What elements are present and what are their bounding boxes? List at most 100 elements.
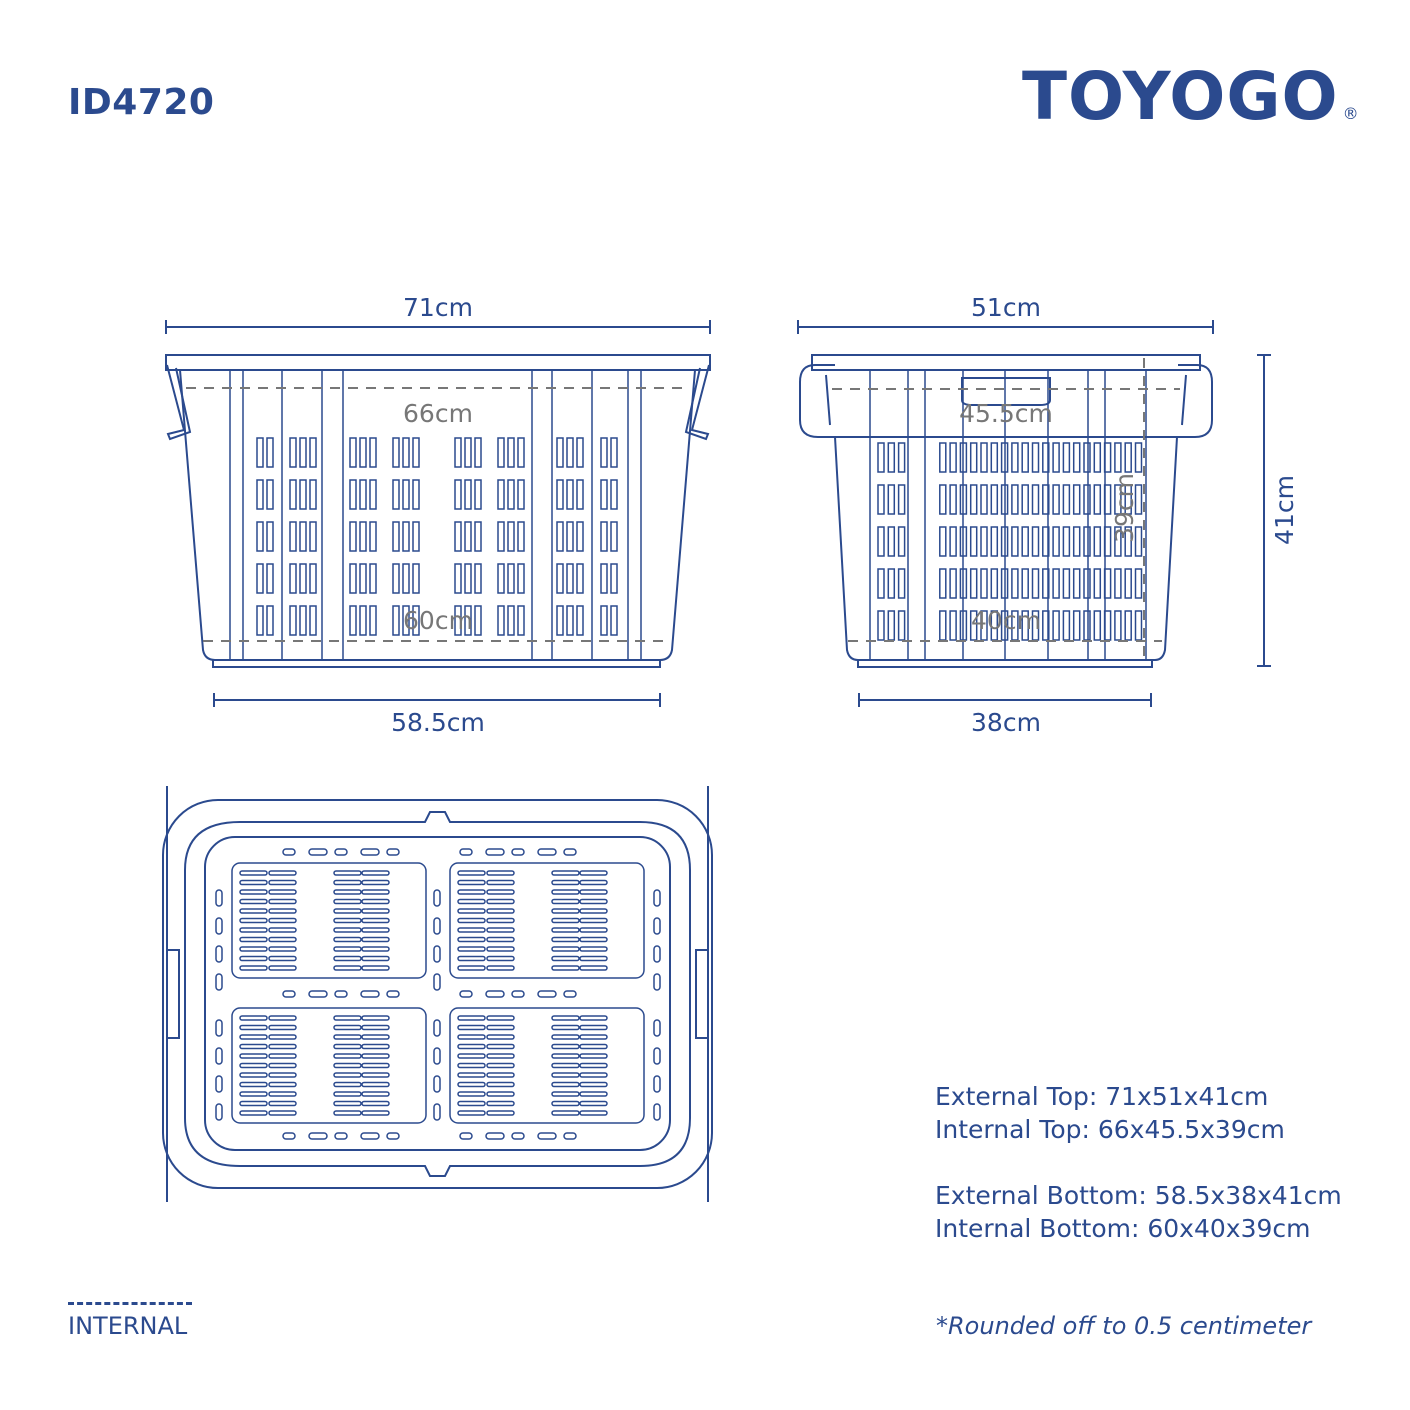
vent-slot	[1093, 568, 1102, 599]
vent-slot	[1093, 484, 1102, 515]
floor-slot	[485, 1132, 505, 1140]
vent-slot	[556, 479, 564, 510]
floor-slot	[563, 990, 577, 998]
vent-slot	[349, 479, 357, 510]
vent-slot	[1134, 442, 1143, 473]
floor-slot	[486, 1053, 515, 1059]
floor-slot	[239, 936, 268, 943]
floor-slot	[239, 889, 268, 895]
floor-slot	[268, 917, 297, 924]
vent-slot	[412, 479, 420, 510]
side-external-top-label: 51cm	[971, 293, 1041, 322]
floor-slot	[459, 848, 473, 856]
spec-external-top: External Top: 71x51x41cm	[935, 1082, 1269, 1111]
floor-slot	[268, 879, 297, 886]
vent-slot	[299, 521, 307, 552]
vent-slot	[1031, 526, 1040, 557]
floor-slot	[457, 955, 486, 962]
vent-slot	[1062, 568, 1071, 599]
vent-slot	[359, 563, 367, 594]
floor-slot	[551, 1081, 580, 1088]
top-floor	[204, 836, 671, 1151]
floor-slot	[457, 889, 486, 895]
floor-slot	[537, 848, 557, 856]
floor-slot	[551, 1015, 580, 1021]
vent-slot	[299, 563, 307, 594]
vent-slot	[309, 605, 317, 636]
vent-slot	[949, 484, 957, 515]
floor-slot	[215, 1047, 223, 1065]
floor-slot	[457, 1100, 486, 1107]
floor-slot	[215, 973, 223, 991]
vent-slot	[1031, 484, 1040, 515]
vent-slot	[369, 521, 377, 552]
front-base	[212, 660, 661, 668]
floor-slot	[486, 936, 515, 943]
floor-slot	[486, 917, 515, 924]
vent-slot	[497, 521, 505, 552]
vent-slot	[990, 526, 999, 557]
top-handle-grip-right	[695, 949, 709, 1039]
vent-slot	[949, 568, 957, 599]
vent-slot	[517, 521, 525, 552]
vent-slot	[939, 484, 947, 515]
floor-slot	[360, 990, 380, 998]
vent-slot	[877, 568, 885, 599]
floor-panel	[231, 862, 427, 979]
floor-slot	[551, 1100, 580, 1107]
vent-slot	[507, 437, 515, 468]
floor-slot	[433, 945, 441, 963]
model-id: ID4720	[68, 82, 215, 123]
vent-slot	[256, 437, 264, 468]
floor-slot	[433, 973, 441, 991]
floor-slot	[361, 936, 390, 943]
floor-slot	[486, 908, 515, 914]
floor-slot	[457, 946, 486, 952]
vent-slot	[402, 479, 410, 510]
vent-slot	[299, 437, 307, 468]
floor-slot	[361, 1024, 390, 1031]
front-handle-right	[684, 364, 710, 441]
floor-slot	[457, 870, 486, 876]
vent-slot	[1052, 568, 1060, 599]
side-handle	[799, 364, 1213, 438]
floor-slot	[333, 936, 362, 943]
vent-slot	[1052, 526, 1060, 557]
floor-slot	[579, 1043, 608, 1050]
floor-slot	[239, 1110, 268, 1116]
floor-slot	[386, 990, 400, 998]
front-internal-bottom-label: 60cm	[403, 606, 473, 635]
vent-slot	[610, 521, 618, 552]
floor-slot	[268, 1062, 297, 1069]
floor-slot	[239, 946, 268, 952]
floor-slot	[308, 990, 328, 998]
floor-slot	[333, 870, 362, 876]
floor-slot	[268, 1081, 297, 1088]
floor-slot	[551, 927, 580, 933]
vent-slot	[1021, 568, 1029, 599]
vent-slot	[517, 605, 525, 636]
vent-slot	[1042, 526, 1050, 557]
floor-slot	[268, 908, 297, 914]
floor-panel	[449, 1007, 645, 1124]
floor-slot	[486, 965, 515, 971]
vent-slot	[369, 437, 377, 468]
floor-slot	[386, 1132, 400, 1140]
side-rim	[811, 354, 1201, 371]
floor-slot	[333, 1024, 362, 1031]
floor-slot	[239, 927, 268, 933]
floor-slot	[333, 1110, 362, 1116]
vent-slot	[497, 605, 505, 636]
floor-slot	[308, 1132, 328, 1140]
floor-slot	[551, 917, 580, 924]
floor-slot	[361, 898, 390, 905]
vent-slot	[1021, 484, 1029, 515]
vent-slot	[610, 605, 618, 636]
floor-slot	[268, 1043, 297, 1050]
vent-slot	[289, 563, 297, 594]
vent-slot	[990, 568, 999, 599]
floor-slot	[653, 1047, 661, 1065]
vent-slot	[556, 521, 564, 552]
front-external-bottom-label: 58.5cm	[391, 708, 485, 737]
vent-slot	[464, 563, 472, 594]
